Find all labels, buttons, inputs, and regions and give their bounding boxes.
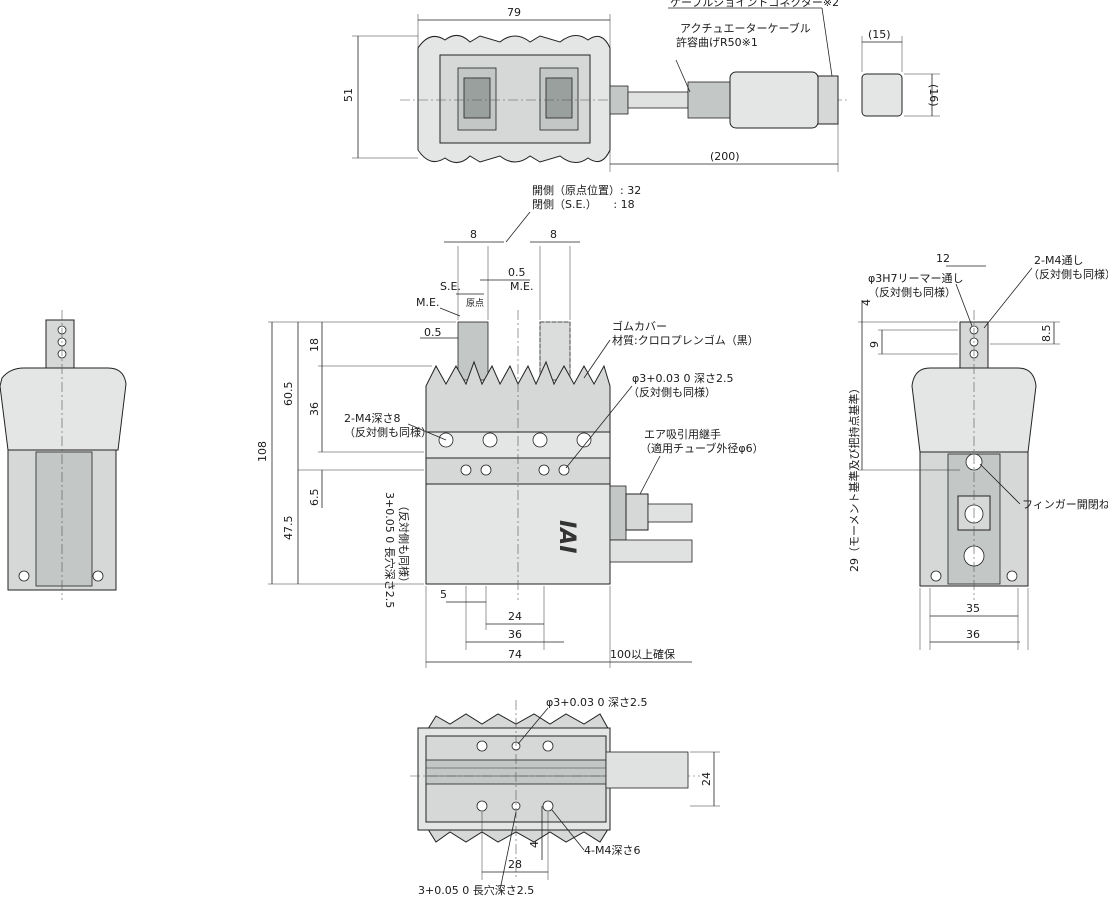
dim-clearance: 100以上確保 (610, 647, 675, 661)
label-m4-through-2: （反対側も同様） (1028, 267, 1108, 281)
label-m4-2: （反対側も同様） (344, 425, 432, 439)
label-m4-bottom: 4-M4深さ6 (584, 844, 640, 857)
label-slot-bottom: 3+0.05 0 長穴深さ2.5 (418, 883, 534, 897)
label-m4-through-1: 2-M4通し (1034, 254, 1083, 267)
label-se: S.E. (440, 280, 461, 293)
dim-4-bottom: 4 (528, 841, 541, 848)
dim-74: 74 (508, 648, 522, 661)
dim-475: 47.5 (282, 516, 295, 541)
dim-9: 9 (868, 341, 881, 348)
dim-4-right: 4 (860, 299, 873, 306)
dim-65: 6.5 (308, 489, 321, 507)
top-view-connector (729, 71, 819, 129)
dim-05-top: 0.5 (508, 266, 526, 279)
dim-05-left: 0.5 (424, 326, 442, 339)
label-origin: 原点 (466, 298, 484, 309)
top-view: 79 51 (200) (15) (16) ケーブルジョイントコネクター※2 ア… (342, 0, 940, 172)
top-view-finger-right-slot (545, 77, 573, 119)
label-pin-1: φ3+0.03 0 深さ2.5 (632, 372, 733, 385)
iai-logo: IAI (554, 520, 579, 553)
stroke-open: 開側（原点位置）: 32 (532, 183, 641, 197)
label-cable-2: 許容曲げR50※1 (676, 35, 758, 49)
dim-8-left: 8 (470, 228, 477, 241)
label-m4-1: 2-M4深さ8 (344, 412, 400, 425)
top-view-connector-end (817, 75, 839, 125)
dim-24: 24 (508, 610, 522, 623)
dim-200: (200) (710, 150, 740, 163)
connector-end-view (861, 73, 903, 117)
label-slot-2: （反対側も同様） (397, 500, 411, 588)
top-view-gland (609, 85, 629, 115)
label-bottom-pin: φ3+0.03 0 深さ2.5 (546, 696, 647, 709)
label-ream-1: φ3H7リーマー通し (868, 272, 964, 285)
air-fitting-base (609, 485, 627, 541)
label-me-right: M.E. (510, 280, 533, 293)
bottom-view: φ3+0.03 0 深さ2.5 24 4 4-M4深さ6 28 3+0.05 0… (410, 696, 720, 897)
label-pin-2: （反対側も同様） (628, 385, 716, 399)
dim-15: (15) (868, 28, 891, 41)
dim-28: 28 (508, 858, 522, 871)
air-fitting (625, 493, 649, 531)
right-side-view: 12 φ3H7リーマー通し （反対側も同様） 2-M4通し （反対側も同様） 4… (847, 252, 1108, 650)
label-cable-1: アクチュエーターケーブル (680, 21, 811, 35)
dim-36b: 36 (508, 628, 522, 641)
dim-35: 35 (966, 602, 980, 615)
dim-8-right: 8 (550, 228, 557, 241)
dim-18: 18 (308, 338, 321, 352)
dim-605: 60.5 (282, 382, 295, 407)
label-rubber-1: ゴムカバー (612, 319, 667, 333)
dim-79: 79 (507, 6, 521, 19)
front-view-cable (609, 539, 693, 563)
label-air-2: （適用チューブ外径φ6） (640, 441, 764, 455)
label-connector: ケーブルジョイントコネクター※2 (670, 0, 839, 9)
dim-5: 5 (440, 588, 447, 601)
top-view-finger-left-slot (463, 77, 491, 119)
label-air-1: エア吸引用継手 (644, 427, 721, 441)
label-ream-2: （反対側も同様） (868, 285, 956, 299)
stroke-close: 閉側（S.E.） : 18 (532, 198, 635, 211)
label-slot-1: 3+0.05 0 長穴深さ2.5 (383, 492, 397, 608)
dim-29: 29（モーメント基準及び把持点基準） (847, 382, 861, 572)
left-view-cover (0, 367, 127, 451)
air-tube (647, 503, 693, 523)
dim-85: 8.5 (1040, 325, 1053, 343)
left-side-view (0, 310, 127, 600)
top-view-cable (627, 91, 689, 109)
dim-36-right: 36 (966, 628, 980, 641)
label-finger-screw: フィンガー開閉ねじ (1022, 498, 1108, 511)
label-rubber-2: 材質:クロロプレンゴム（黒） (612, 333, 759, 347)
dim-24-bottom: 24 (700, 772, 713, 786)
top-view-connector-boot (687, 81, 731, 119)
dim-16: (16) (927, 84, 940, 107)
left-view-face (35, 451, 93, 587)
front-view: IAI 開側（原点位置）: 32 閉側（S.E.） : 18 8 8 0.5 S… (256, 183, 764, 668)
dim-108: 108 (256, 441, 269, 462)
label-me-left: M.E. (416, 296, 439, 309)
dim-36: 36 (308, 402, 321, 416)
bottom-view-cable (605, 751, 689, 789)
dim-51: 51 (342, 88, 355, 102)
dim-12: 12 (936, 252, 950, 265)
